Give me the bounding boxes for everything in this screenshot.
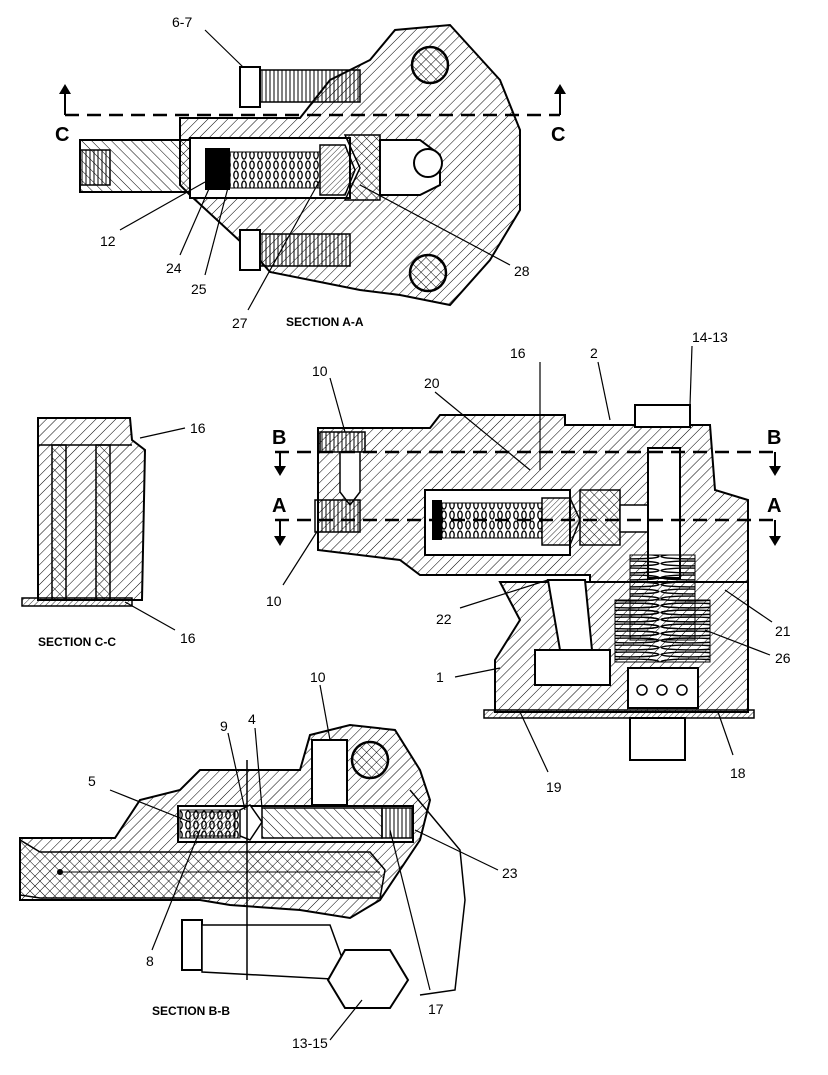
cut-letter-b-right: B (767, 427, 781, 449)
callout-10-left: 10 (266, 593, 282, 609)
cut-letter-a-left: A (272, 495, 286, 517)
callout-19: 19 (546, 779, 562, 795)
seat-main (579, 489, 621, 546)
bolt-hole-top (410, 45, 450, 85)
pin-c-c-left (51, 444, 67, 601)
callout-2: 2 (590, 345, 598, 361)
bolt-shank-lower-a-a (259, 233, 351, 267)
callout-27: 27 (232, 315, 248, 331)
cut-letter-c-right: C (551, 124, 565, 146)
port-hole-a-a (413, 148, 443, 178)
seat-28 (343, 134, 381, 201)
callout-10-top: 10 (312, 363, 328, 379)
bolt-head-13-15 (181, 919, 203, 971)
bolt-shank-6-7 (259, 69, 361, 103)
plug-17 (381, 807, 413, 839)
base-gasket (483, 709, 755, 719)
bolt-head-lower-a-a (239, 229, 261, 271)
callout-16-c-c-bottom: 16 (180, 630, 196, 646)
plunger-8 (189, 811, 236, 837)
callout-9: 9 (220, 718, 228, 734)
callout-10-b-b: 10 (310, 669, 326, 685)
bottom-bolt-head (629, 717, 686, 761)
plug-14-13 (634, 404, 691, 428)
cut-letter-b-left: B (272, 427, 286, 449)
spring-retainer (627, 667, 699, 709)
plug-10-left (314, 499, 361, 533)
valve-block (534, 649, 611, 686)
callout-5: 5 (88, 773, 96, 789)
poppet-27 (319, 144, 356, 196)
section-b-b-label: SECTION B-B (152, 1004, 230, 1018)
spring-25 (229, 151, 321, 189)
spool-4 (261, 807, 383, 839)
callout-25: 25 (191, 281, 207, 297)
callout-22: 22 (436, 611, 452, 627)
hex-nut-13-15 (326, 949, 410, 1009)
callout-26: 26 (775, 650, 791, 666)
callout-4: 4 (248, 711, 256, 727)
plug-10-b-b (311, 739, 348, 806)
bolt-hole-b-b (350, 740, 390, 780)
callout-8: 8 (146, 953, 154, 969)
callout-12: 12 (100, 233, 116, 249)
outline-b-b-right (409, 789, 466, 996)
poppet-main (541, 497, 581, 546)
passage-10 (339, 451, 361, 507)
section-a-a-label: SECTION A-A (286, 315, 364, 329)
callout-28: 28 (514, 263, 530, 279)
callout-21: 21 (775, 623, 791, 639)
spacer-24 (205, 148, 230, 190)
callout-16-c-c-top: 16 (190, 420, 206, 436)
pin-c-c-right (95, 444, 111, 601)
gasket-c-c (21, 597, 133, 607)
spring-26 (614, 599, 711, 663)
callout-17: 17 (428, 1001, 444, 1017)
callout-20: 20 (424, 375, 440, 391)
callout-13-15: 13-15 (292, 1035, 328, 1051)
plug-10-top (319, 431, 366, 453)
main-assembly-view: B B A A 10 20 16 2 14-13 10 22 21 26 1 1… (266, 329, 791, 795)
bolt-hole-bottom (408, 253, 448, 293)
plug-thread-a-a (79, 149, 111, 186)
callout-1: 1 (436, 669, 444, 685)
callout-16-main: 16 (510, 345, 526, 361)
callout-18: 18 (730, 765, 746, 781)
callout-6-7: 6-7 (172, 14, 192, 30)
section-c-c-label: SECTION C-C (38, 635, 116, 649)
callout-24: 24 (166, 260, 182, 276)
section-c-c-view: 16 16 SECTION C-C (21, 417, 206, 649)
main-passage-b-b (19, 838, 386, 899)
cut-letter-a-right: A (767, 495, 781, 517)
section-a-a-view: C C 6-7 12 24 25 27 28 SECTION A-A (55, 14, 566, 331)
callout-23: 23 (502, 865, 518, 881)
bolt-shank-13-15 (201, 924, 352, 981)
ball-9 (239, 804, 263, 841)
callout-14-13: 14-13 (692, 329, 728, 345)
cut-letter-c-left: C (55, 124, 69, 146)
bolt-head-6-7 (239, 66, 261, 108)
section-b-b-view: 5 9 4 10 8 23 17 13-15 SECTION B-B (19, 669, 518, 1051)
